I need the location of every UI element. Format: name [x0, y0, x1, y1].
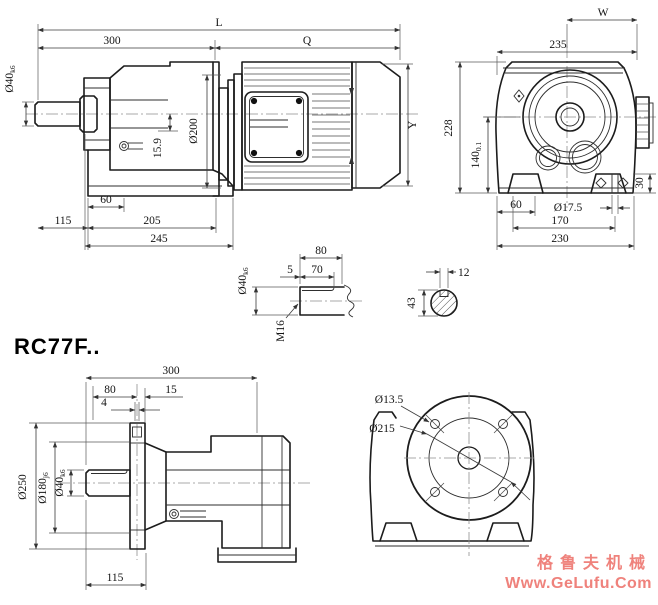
dim-recess-depth-label: 4 [101, 397, 107, 409]
dim-shaft-dia-label: Ø40k6 [4, 65, 17, 93]
dim-spigot-dia-label: Ø180j6 [37, 472, 50, 504]
flange-bolt-hole [132, 426, 142, 438]
dim-height-over-key-label: 43 [406, 297, 418, 309]
dim-adapter-dia-label: Ø200 [188, 118, 200, 144]
watermark-brand: 格鲁夫机械 [536, 555, 652, 572]
terminal-box-bolt [295, 97, 303, 105]
dim-foot-hole-offset-label: 60 [510, 199, 522, 211]
gear-housing [109, 61, 214, 171]
view-flange-mounted-front: Ø13.5 Ø215 [369, 392, 535, 556]
terminal-box-bolt [295, 149, 303, 157]
watermark-url: Www.GeLufu.Com [505, 575, 652, 592]
terminal-box-bolt [250, 97, 258, 105]
dim-shaft-detail-dia-label: Ø40k6 [237, 267, 250, 295]
mounting-flange [129, 422, 146, 550]
flange-oil-plug [169, 509, 179, 519]
dim-flange-length-label: 300 [162, 365, 180, 377]
view-flange-mounted-side: 300 80 15 4 Ø250 Ø180j6 Ø40k6 115 [17, 365, 310, 590]
shaft-collar [79, 95, 98, 133]
section-outline [430, 289, 458, 317]
dim-bolt-hole-dia-label: Ø13.5 [375, 394, 404, 406]
flange-gear-housing [165, 435, 291, 549]
terminal-box [244, 91, 309, 163]
dim-gear-length-label: 300 [103, 35, 121, 47]
motor-body [241, 61, 353, 191]
dim-shaft-section-length-label: 115 [107, 572, 124, 584]
side-rib-block [635, 96, 650, 149]
output-bore [555, 102, 585, 132]
dim-foot-hole-spacing-label: 170 [551, 215, 569, 227]
break-line [343, 284, 355, 318]
dim-center-height-label: 1400.1 [470, 141, 483, 168]
dim-housing-height-label: 228 [443, 119, 455, 137]
flange-foot-left [379, 522, 418, 542]
rear-flange [212, 61, 220, 197]
dim-end-tap-label: M16 [275, 320, 287, 342]
flange-foot-right [486, 522, 525, 542]
dim-foot-height-label: 30 [634, 177, 646, 189]
bolt-hole [498, 487, 508, 497]
motor-flange [233, 73, 243, 191]
foot-arch-left [507, 173, 544, 194]
dim-15-9-label: 15.9 [152, 138, 164, 158]
dim-bolt-circle-dia-label: Ø215 [369, 423, 395, 435]
dim-key-start-label: 5 [287, 264, 293, 276]
dim-foot-length-label: 205 [143, 215, 161, 227]
dim-foot-hole-offset-label: 60 [100, 194, 112, 206]
flange-body-outline [369, 411, 535, 542]
watermark: 格鲁夫机械 Www.GeLufu.Com [505, 554, 652, 594]
mounting-foot [87, 149, 234, 197]
dim-shaft-length-label: 80 [315, 245, 327, 257]
dim-motor-dia-label: Y [407, 120, 419, 129]
shaft-cross-section: 12 43 [406, 267, 470, 317]
oil-plug [119, 141, 129, 151]
dim-flange-thickness-label: 15 [165, 384, 177, 396]
dim-flange-offset-label: 80 [104, 384, 116, 396]
dim-motor-length-label: Q [303, 35, 312, 47]
dim-foot-hole-dia-label: Ø17.5 [554, 202, 583, 214]
bolt-hole [430, 487, 440, 497]
keyway-section [439, 290, 449, 297]
section-hatch [431, 290, 457, 316]
shaft-end-detail: M16 80 5 70 Ø40k6 [237, 245, 364, 342]
brand-mark [513, 89, 525, 103]
view-foot-mounted-side: L 300 Q Ø40k6 15.9 Ø200 60 115 205 245 Y [4, 17, 420, 250]
motor-cooling-ribs [244, 67, 350, 185]
dim-key-width-label: 12 [458, 267, 470, 279]
dim-overall-length-label: L [215, 17, 222, 29]
dim-115-label: 115 [55, 215, 72, 227]
dim-key-length-label: 70 [311, 264, 323, 276]
dim-housing-width-label: 235 [549, 39, 567, 51]
bearing-boss-right [568, 140, 602, 174]
foot-arch-right [590, 173, 627, 194]
dim-base-length-label: 245 [150, 233, 168, 245]
dim-center-to-edge-label: W [598, 7, 609, 19]
gear-boss [522, 69, 618, 165]
model-series-title: RC77F.. [14, 334, 101, 359]
dim-base-width-label: 230 [551, 233, 569, 245]
view-foot-mounted-front: W 235 228 1400.1 60 Ø17.5 170 230 30 [443, 7, 656, 250]
fan-cover [351, 61, 401, 189]
bolt-hole [498, 419, 508, 429]
bolt-hole [430, 419, 440, 429]
bearing-boss-left [535, 145, 561, 171]
shaft-end [299, 286, 345, 316]
dim-flange-dia-label: Ø250 [17, 474, 29, 500]
terminal-box-bolt [250, 149, 258, 157]
dim-flange-shaft-dia-label: Ø40k6 [54, 469, 67, 497]
